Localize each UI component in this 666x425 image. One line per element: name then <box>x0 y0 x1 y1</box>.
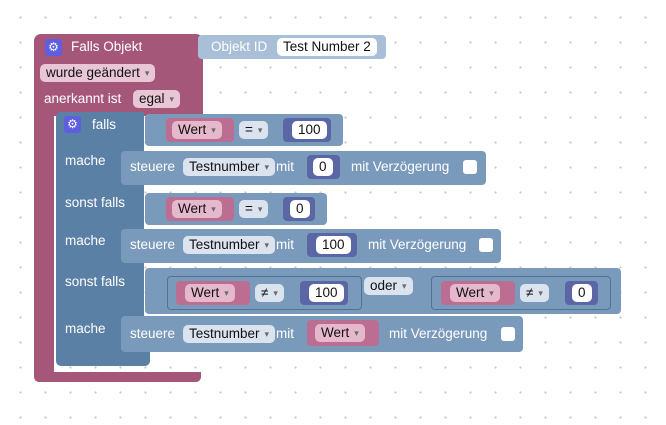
delay-label-3: mit Verzögerung <box>389 326 488 341</box>
mache-label-2: mache <box>65 233 106 248</box>
control-verb-1: steuere <box>130 159 176 174</box>
mache-label-3: mache <box>65 321 106 336</box>
control-target-dropdown-2[interactable]: Testnumber <box>183 236 276 254</box>
ack-label: anerkannt ist <box>44 91 122 106</box>
number-field-3b[interactable]: 0 <box>572 284 592 302</box>
sonst-falls-label-2: sonst falls <box>65 274 126 289</box>
value-field-2[interactable]: 100 <box>316 236 351 254</box>
falls-label: falls <box>92 117 117 132</box>
wert-var-dropdown-3b[interactable]: Wert <box>450 284 500 302</box>
delay-label-2: mit Verzögerung <box>368 237 467 252</box>
number-field-1[interactable]: 100 <box>292 121 327 139</box>
ack-dropdown[interactable]: egal <box>133 90 181 108</box>
control-target-dropdown-3[interactable]: Testnumber <box>183 325 276 343</box>
operator-dropdown-3b[interactable]: ≠ <box>520 284 549 302</box>
change-mode-dropdown[interactable]: wurde geändert <box>40 64 156 82</box>
delay-checkbox-1[interactable] <box>463 160 477 174</box>
control-with-label-2: mit <box>276 237 294 252</box>
control-target-dropdown-1[interactable]: Testnumber <box>183 158 276 176</box>
if-block-gear-icon[interactable] <box>64 116 81 133</box>
delay-checkbox-2[interactable] <box>479 238 493 252</box>
mache-label-1: mache <box>65 153 106 168</box>
operator-dropdown-2[interactable]: = <box>239 200 269 218</box>
event-block-footer <box>34 372 201 382</box>
number-field-2[interactable]: 0 <box>290 200 310 218</box>
sonst-falls-label-1: sonst falls <box>65 195 126 210</box>
control-with-label-1: mit <box>276 159 294 174</box>
operator-dropdown-3a[interactable]: ≠ <box>255 284 284 302</box>
wert-var-dropdown-1[interactable]: Wert <box>172 121 222 139</box>
object-id-label: Objekt ID <box>211 39 268 54</box>
delay-checkbox-3[interactable] <box>501 327 515 341</box>
event-block-spine <box>34 114 54 376</box>
settings-gear-icon[interactable] <box>45 39 62 56</box>
wert-var-dropdown-2[interactable]: Wert <box>172 200 222 218</box>
wert-var-dropdown-3a[interactable]: Wert <box>185 284 235 302</box>
number-field-3a[interactable]: 100 <box>309 284 344 302</box>
logic-op-dropdown[interactable]: oder <box>364 277 413 295</box>
if-block-footer <box>56 352 150 366</box>
trigger-title: Falls Objekt <box>71 39 143 54</box>
operator-dropdown-1[interactable]: = <box>239 121 269 139</box>
wert-var-dropdown-3c[interactable]: Wert <box>315 324 365 342</box>
control-verb-3: steuere <box>130 326 176 341</box>
value-field-1[interactable]: 0 <box>313 158 333 176</box>
control-with-label-3: mit <box>276 326 294 341</box>
control-verb-2: steuere <box>130 237 176 252</box>
object-id-value[interactable]: Test Number 2 <box>277 38 377 56</box>
control-block-1[interactable] <box>121 151 486 185</box>
delay-label-1: mit Verzögerung <box>351 159 450 174</box>
